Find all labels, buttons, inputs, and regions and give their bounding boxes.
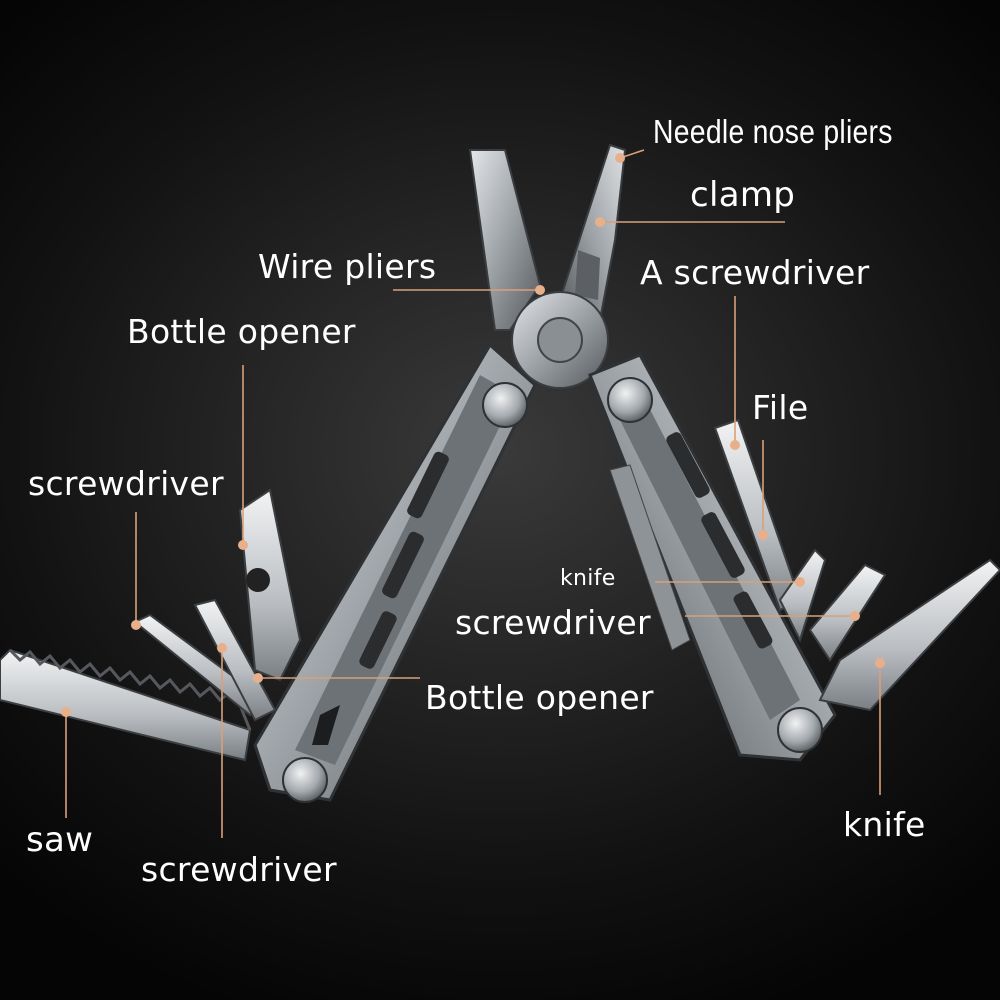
label-screwdriver-mid: screwdriver xyxy=(455,603,651,642)
label-screwdriver-bottom: screwdriver xyxy=(141,850,337,889)
left-handle xyxy=(253,342,537,803)
label-bottle-opener-mid: Bottle opener xyxy=(425,678,654,717)
label-wire-pliers: Wire pliers xyxy=(258,247,437,286)
label-clamp: clamp xyxy=(690,175,796,215)
label-saw: saw xyxy=(26,820,94,860)
label-bottle-opener-top: Bottle opener xyxy=(127,312,356,351)
left-bottle-opener-hook xyxy=(193,488,302,722)
label-file: File xyxy=(752,388,809,427)
right-knife-blade xyxy=(818,558,1000,712)
saw-blade xyxy=(0,648,252,762)
right-small-blades xyxy=(778,548,887,662)
label-knife-small: knife xyxy=(560,566,616,591)
label-knife-right: knife xyxy=(843,805,926,844)
label-needle-nose-pliers: Needle nose pliers xyxy=(653,113,893,150)
right-handle xyxy=(588,353,837,762)
pliers-jaws xyxy=(468,143,627,389)
label-screwdriver-left: screwdriver xyxy=(28,464,224,503)
label-a-screwdriver: A screwdriver xyxy=(640,253,870,292)
